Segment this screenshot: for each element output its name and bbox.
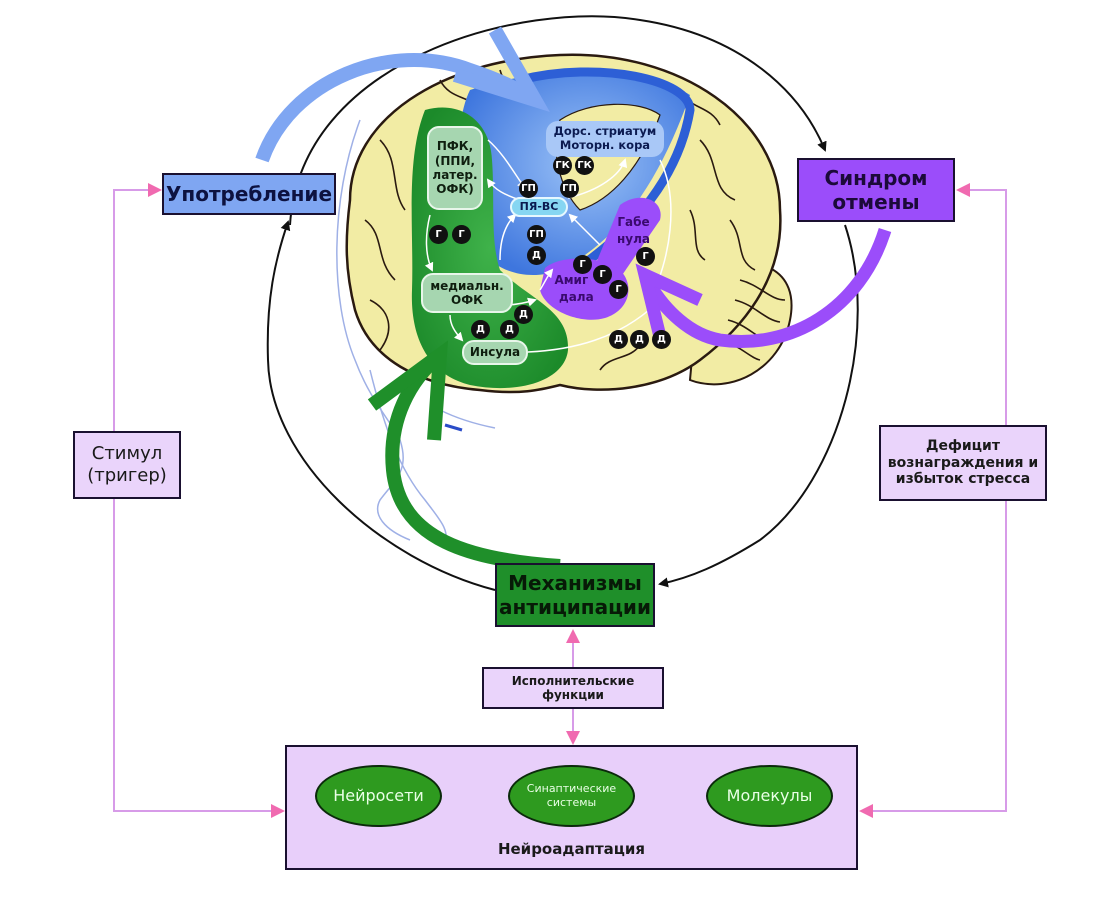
connector-deficit-to-withdrawal: [956, 183, 1007, 425]
nt-marker-gp: ГП: [519, 179, 538, 198]
nt-marker-g: Г: [573, 255, 592, 274]
nt-marker-gk: ГК: [575, 156, 594, 175]
nt-marker-d: Д: [609, 330, 628, 349]
nt-marker-d: Д: [471, 320, 490, 339]
region-label-habenula-line2: нула: [617, 232, 650, 247]
face-profile: [336, 119, 496, 546]
nt-marker-d: Д: [652, 330, 671, 349]
cycle-arc-withdrawal-to-anticipation: [658, 224, 859, 588]
anticipation-green-arrow: [367, 340, 561, 573]
neuroadaptation-item-molecules: Молекулы: [706, 765, 833, 827]
region-label-habenula-line1: Габе: [617, 215, 650, 229]
nt-marker-g: Г: [593, 265, 612, 284]
executive-functions-box: Исполнительские функции: [482, 667, 664, 709]
stage-withdrawal-box: Синдром отмены: [797, 158, 955, 222]
nt-marker-g: Г: [429, 225, 448, 244]
region-label-amygdala: Амиг дала: [549, 272, 594, 306]
nt-marker-d: Д: [630, 330, 649, 349]
region-label-pfc: ПФК, (ППИ, латер. ОФК): [427, 126, 483, 210]
stimulus-trigger-box: Стимул (тригер): [73, 431, 181, 499]
neuroadaptation-item-synaptic: Синаптические системы: [508, 765, 635, 827]
neuroadaptation-item-networks: Нейросети: [315, 765, 442, 827]
region-label-medial-ofc: медиальн. ОФК: [421, 273, 513, 313]
nt-marker-d: Д: [500, 320, 519, 339]
region-label-nacc: ПЯ-ВС: [510, 197, 568, 217]
connector-stimulus-to-neuroadaptation: [113, 499, 285, 818]
connector-deficit-to-neuroadaptation: [859, 501, 1007, 818]
cycle-arc-usage-to-withdrawal: [289, 15, 827, 226]
region-label-habenula: Габе нула: [617, 214, 650, 249]
nt-marker-g: Г: [636, 247, 655, 266]
pink-connectors: [113, 183, 1007, 818]
nt-marker-gp: ГП: [527, 225, 546, 244]
stage-anticipation-box: Механизмы антиципации: [495, 563, 655, 627]
region-label-amygdala-line2: дала: [559, 289, 594, 304]
region-label-amygdala-line1: Амиг: [554, 273, 589, 287]
nt-marker-d: Д: [514, 305, 533, 324]
nt-marker-gp: ГП: [560, 179, 579, 198]
region-label-dorsal-line2: Моторн. кора: [559, 138, 651, 152]
nt-marker-gk: ГК: [553, 156, 572, 175]
nt-marker-g: Г: [452, 225, 471, 244]
nt-marker-d: Д: [527, 246, 546, 265]
cycle-circle: [266, 15, 859, 591]
stage-usage-box: Употребление: [162, 173, 336, 215]
reward-deficit-box: Дефицит вознаграждения и избыток стресса: [879, 425, 1047, 501]
withdrawal-purple-arrow: [635, 228, 892, 348]
region-label-dorsal-striatum: Дорс. стриатум Моторн. кора: [546, 121, 664, 157]
nt-marker-g: Г: [609, 280, 628, 299]
cycle-arc-anticipation-to-usage: [266, 220, 496, 591]
region-label-dorsal-line1: Дорс. стриатум: [553, 124, 657, 139]
usage-blue-arrow: [255, 26, 550, 163]
connector-stimulus-to-usage: [113, 183, 162, 431]
region-label-insula: Инсула: [462, 340, 528, 365]
